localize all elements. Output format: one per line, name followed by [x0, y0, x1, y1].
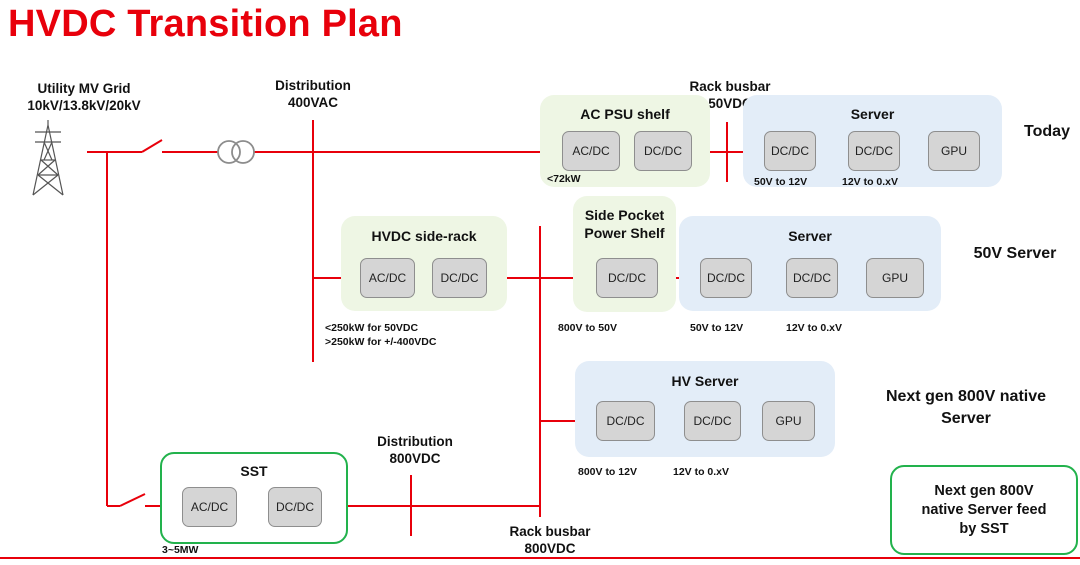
dc-dc-converter: DC/DC — [786, 258, 838, 298]
distribution-800vdc-label: Distribution 800VDC — [377, 434, 453, 466]
row-label-today: Today — [1024, 123, 1070, 140]
rack-busbar-800vdc-label: Rack busbar 800VDC — [509, 524, 591, 556]
dc-dc-converter: DC/DC — [596, 401, 655, 441]
sst-note: 3~5MW — [162, 544, 199, 556]
transformer-icon — [217, 140, 255, 164]
hvdc-side-rack-note-1: <250kW for 50VDC — [325, 322, 419, 334]
ac-dc-converter: AC/DC — [562, 131, 620, 171]
gpu-box: GPU — [928, 131, 980, 171]
rack-busbar-50vdc-label: Rack busbar 50VDC — [689, 79, 771, 111]
server-50v-note-1: 50V to 12V — [690, 322, 744, 334]
ac-dc-converter: AC/DC — [182, 487, 237, 527]
server-today-note-1: 50V to 12V — [754, 176, 808, 188]
ac-psu-shelf-title: AC PSU shelf — [580, 106, 670, 122]
utility-grid-label: Utility MV Grid 10kV/13.8kV/20kV — [27, 81, 141, 113]
hv-server-note-2: 12V to 0.xV — [673, 466, 730, 478]
switch-icon — [141, 139, 163, 153]
hvdc-side-rack-note-2: >250kW for +/-400VDC — [325, 336, 437, 348]
transmission-tower-icon — [32, 120, 64, 196]
hv-server-title: HV Server — [671, 373, 739, 389]
server-today-note-2: 12V to 0.xV — [842, 176, 899, 188]
dc-dc-converter: DC/DC — [684, 401, 741, 441]
sst-feed-callout: Next gen 800V native Server feed by SST — [890, 465, 1078, 555]
sst-title: SST — [240, 463, 268, 479]
row-label-50v-server: 50V Server — [973, 245, 1057, 262]
side-pocket-note: 800V to 50V — [558, 322, 617, 334]
server-today-title: Server — [850, 106, 895, 122]
dc-dc-converter: DC/DC — [432, 258, 487, 298]
ac-dc-converter: AC/DC — [360, 258, 415, 298]
server-50v-note-2: 12V to 0.xV — [786, 322, 843, 334]
hvdc-side-rack-title: HVDC side-rack — [371, 228, 477, 244]
ac-psu-shelf-note: <72kW — [547, 173, 581, 185]
dc-dc-converter: DC/DC — [848, 131, 900, 171]
hv-server-note-1: 800V to 12V — [578, 466, 637, 478]
dc-dc-converter: DC/DC — [764, 131, 816, 171]
row-label-next-gen: Next gen 800V native Server — [885, 388, 1047, 427]
dc-dc-converter: DC/DC — [268, 487, 322, 527]
side-pocket-title: Side Pocket Power Shelf — [584, 207, 665, 241]
page-title: HVDC Transition Plan — [8, 3, 403, 45]
dc-dc-converter: DC/DC — [634, 131, 692, 171]
gpu-box: GPU — [866, 258, 924, 298]
switch-icon — [119, 493, 146, 507]
distribution-400vac-label: Distribution 400VAC — [275, 78, 351, 110]
gpu-box: GPU — [762, 401, 815, 441]
dc-dc-converter: DC/DC — [700, 258, 752, 298]
dc-dc-converter: DC/DC — [596, 258, 658, 298]
server-50v-title: Server — [788, 228, 832, 244]
